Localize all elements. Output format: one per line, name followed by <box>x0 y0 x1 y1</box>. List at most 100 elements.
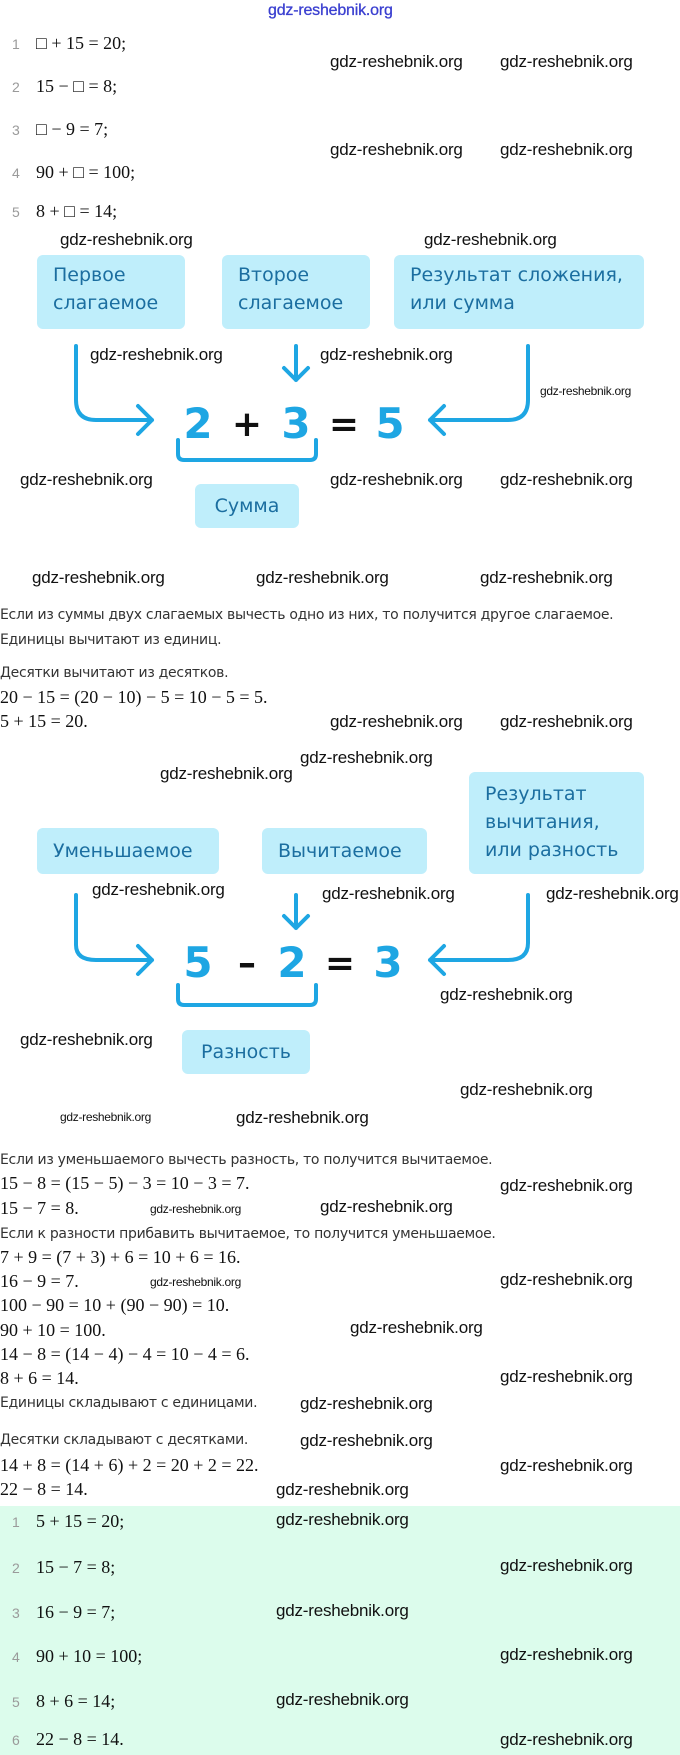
minuend-value: 5 <box>183 938 212 987</box>
equation: 5 + 15 = 20. <box>0 711 88 731</box>
task-item: 2 15 − □ = 8; <box>12 75 117 97</box>
difference-value: 3 <box>373 938 402 987</box>
equals-sign: = <box>325 943 355 984</box>
sum-result-box: Результат сложения, или сумма <box>394 255 644 329</box>
watermark: gdz-reshebnik.org <box>330 470 463 489</box>
arrow-difference-icon <box>428 893 530 976</box>
task-item: 1 □ + 15 = 20; <box>12 32 126 54</box>
equation: 16 − 9 = 7. <box>0 1271 79 1291</box>
watermark: gdz-reshebnik.org <box>320 1197 453 1216</box>
equation: 14 + 8 = (14 + 6) + 2 = 20 + 2 = 22. <box>0 1455 259 1475</box>
item-expression: 8 + □ = 14; <box>36 201 118 221</box>
watermark: gdz-reshebnik.org <box>424 230 557 249</box>
watermark: gdz-reshebnik.org <box>500 470 633 489</box>
answer-item: 4 90 + 10 = 100; <box>12 1645 142 1667</box>
addend-b: 3 <box>281 399 310 448</box>
watermark-header: gdz-reshebnik.org <box>268 2 393 19</box>
answer-block: 1 5 + 15 = 20; 2 15 − 7 = 8; 3 16 − 9 = … <box>0 1506 680 1755</box>
watermark: gdz-reshebnik.org <box>546 884 679 903</box>
sum-value: 5 <box>375 399 404 448</box>
arrow-result-icon <box>428 344 530 436</box>
item-number: 1 <box>12 36 20 52</box>
watermark: gdz-reshebnik.org <box>480 568 613 587</box>
rule-text: Если к разности прибавить вычитаемое, то… <box>0 1226 496 1242</box>
item-number: 5 <box>12 1694 20 1710</box>
watermark: gdz-reshebnik.org <box>300 748 433 767</box>
rule-text: Единицы вычитают из единиц. <box>0 632 222 648</box>
item-expression: □ + 15 = 20; <box>36 33 127 53</box>
equation: 7 + 9 = (7 + 3) + 6 = 10 + 6 = 16. <box>0 1247 241 1267</box>
arrow-second-addend-icon <box>282 344 310 382</box>
equation: 14 − 8 = (14 − 4) − 4 = 10 − 4 = 6. <box>0 1344 250 1364</box>
task-item: 4 90 + □ = 100; <box>12 161 135 183</box>
watermark: gdz-reshebnik.org <box>300 1394 433 1413</box>
watermark: gdz-reshebnik.org <box>20 470 153 489</box>
answer-item: 6 22 − 8 = 14. <box>12 1728 124 1750</box>
watermark: gdz-reshebnik.org <box>150 1202 241 1216</box>
watermark: gdz-reshebnik.org <box>20 1030 153 1049</box>
rule-text: Если из уменьшаемого вычесть разность, т… <box>0 1152 493 1168</box>
item-expression: 5 + 15 = 20; <box>36 1511 125 1531</box>
watermark: gdz-reshebnik.org <box>60 1110 151 1124</box>
equals-sign: = <box>329 404 359 445</box>
watermark: gdz-reshebnik.org <box>500 1556 633 1575</box>
watermark: gdz-reshebnik.org <box>236 1108 369 1127</box>
watermark: gdz-reshebnik.org <box>500 52 633 71</box>
answer-item: 5 8 + 6 = 14; <box>12 1690 115 1712</box>
watermark: gdz-reshebnik.org <box>330 712 463 731</box>
watermark: gdz-reshebnik.org <box>350 1318 483 1337</box>
plus-sign: + <box>232 404 262 445</box>
item-number: 5 <box>12 204 20 220</box>
equation: 15 − 8 = (15 − 5) − 3 = 10 − 3 = 7. <box>0 1173 250 1193</box>
item-number: 2 <box>12 79 20 95</box>
watermark: gdz-reshebnik.org <box>320 345 453 364</box>
watermark: gdz-reshebnik.org <box>330 52 463 71</box>
watermark: gdz-reshebnik.org <box>276 1601 409 1620</box>
equation: 90 + 10 = 100. <box>0 1320 106 1340</box>
addend-a: 2 <box>183 399 212 448</box>
sum-label-box: Сумма <box>195 484 299 528</box>
minus-sign: – <box>238 943 256 984</box>
watermark: gdz-reshebnik.org <box>60 230 193 249</box>
first-addend-box: Первое слагаемое <box>37 255 185 329</box>
sum-bracket-icon <box>176 438 318 462</box>
answer-item: 3 16 − 9 = 7; <box>12 1601 115 1623</box>
watermark: gdz-reshebnik.org <box>256 568 389 587</box>
watermark: gdz-reshebnik.org <box>32 568 165 587</box>
rule-text: Десятки вычитают из десятков. <box>0 665 229 681</box>
watermark: gdz-reshebnik.org <box>92 880 225 899</box>
minuend-box: Уменьшаемое <box>37 828 219 874</box>
task-item: 3 □ − 9 = 7; <box>12 118 108 140</box>
arrow-minuend-icon <box>74 893 154 976</box>
item-number: 2 <box>12 1560 20 1576</box>
subtrahend-box: Вычитаемое <box>262 828 427 874</box>
difference-result-box: Результат вычитания, или разность <box>469 772 644 874</box>
item-expression: 90 + 10 = 100; <box>36 1646 143 1666</box>
watermark: gdz-reshebnik.org <box>90 345 223 364</box>
watermark: gdz-reshebnik.org <box>460 1080 593 1099</box>
answer-item: 2 15 − 7 = 8; <box>12 1556 115 1578</box>
equation: 100 − 90 = 10 + (90 − 90) = 10. <box>0 1295 230 1315</box>
watermark: gdz-reshebnik.org <box>540 384 631 398</box>
watermark: gdz-reshebnik.org <box>150 1275 241 1289</box>
rule-text: Если из суммы двух слагаемых вычесть одн… <box>0 607 614 623</box>
watermark: gdz-reshebnik.org <box>500 140 633 159</box>
subtrahend-value: 2 <box>277 938 306 987</box>
task-item: 5 8 + □ = 14; <box>12 200 117 222</box>
watermark: gdz-reshebnik.org <box>500 712 633 731</box>
difference-bracket-icon <box>176 983 318 1007</box>
item-expression: 16 − 9 = 7; <box>36 1602 116 1622</box>
difference-label-box: Разность <box>182 1030 310 1074</box>
item-expression: 22 − 8 = 14. <box>36 1729 124 1749</box>
item-expression: 8 + 6 = 14; <box>36 1691 116 1711</box>
item-number: 6 <box>12 1732 20 1748</box>
watermark: gdz-reshebnik.org <box>276 1480 409 1499</box>
watermark: gdz-reshebnik.org <box>300 1431 433 1450</box>
rule-text: Десятки складывают с десятками. <box>0 1432 249 1448</box>
item-expression: 90 + □ = 100; <box>36 162 136 182</box>
equation: 8 + 6 = 14. <box>0 1368 79 1388</box>
watermark: gdz-reshebnik.org <box>276 1510 409 1529</box>
item-number: 3 <box>12 1605 20 1621</box>
second-addend-box: Второе слагаемое <box>222 255 370 329</box>
watermark: gdz-reshebnik.org <box>322 884 455 903</box>
